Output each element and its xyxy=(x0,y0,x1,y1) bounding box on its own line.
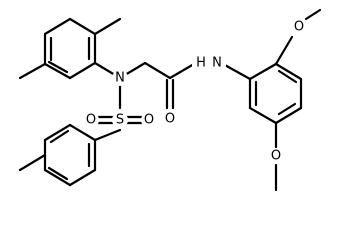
atom-label-sulfur: S xyxy=(112,112,128,128)
svg-text:N: N xyxy=(212,56,222,71)
tolyl-ring xyxy=(43,123,97,187)
svg-text:O: O xyxy=(165,112,175,127)
svg-text:S: S xyxy=(116,113,124,128)
dimethylphenyl-ring xyxy=(43,17,97,80)
n-to-ring-bond xyxy=(221,62,252,81)
ring-to-methoxy-top-bond xyxy=(274,35,294,66)
svg-text:O: O xyxy=(144,113,154,128)
methyl-bond-tolyl xyxy=(18,153,47,172)
atom-label-n-sulfonamide: N xyxy=(112,70,128,86)
svg-text:N: N xyxy=(115,71,125,86)
svg-text:O: O xyxy=(86,113,96,128)
atom-label-oxygen-carbonyl: O xyxy=(162,111,178,127)
svg-text:H: H xyxy=(196,56,206,71)
chemical-structure-diagram: N S O O O H N O O xyxy=(18,8,322,192)
methoxy-top-methyl-bond xyxy=(304,8,322,21)
atom-label-oxygen-methoxy-bottom: O xyxy=(268,148,284,164)
carbonyl-to-n-bond xyxy=(168,62,196,80)
methyl-bond-top xyxy=(93,17,122,36)
svg-text:O: O xyxy=(271,149,281,164)
methyl-bond-left xyxy=(18,62,47,80)
atom-label-oxygen-sulfonyl-left: O xyxy=(83,112,99,128)
atom-label-oxygen-sulfonyl-right: O xyxy=(141,112,157,128)
atom-label-oxygen-methoxy-top: O xyxy=(291,19,307,35)
carbonyl-double-bond xyxy=(165,78,175,110)
atom-label-n-amide: H N xyxy=(192,55,226,71)
s-to-ring-bond xyxy=(93,128,122,142)
svg-text:O: O xyxy=(294,20,304,35)
ch2-to-carbonyl-bond xyxy=(143,61,172,80)
dimethoxyphenyl-ring xyxy=(248,62,303,125)
